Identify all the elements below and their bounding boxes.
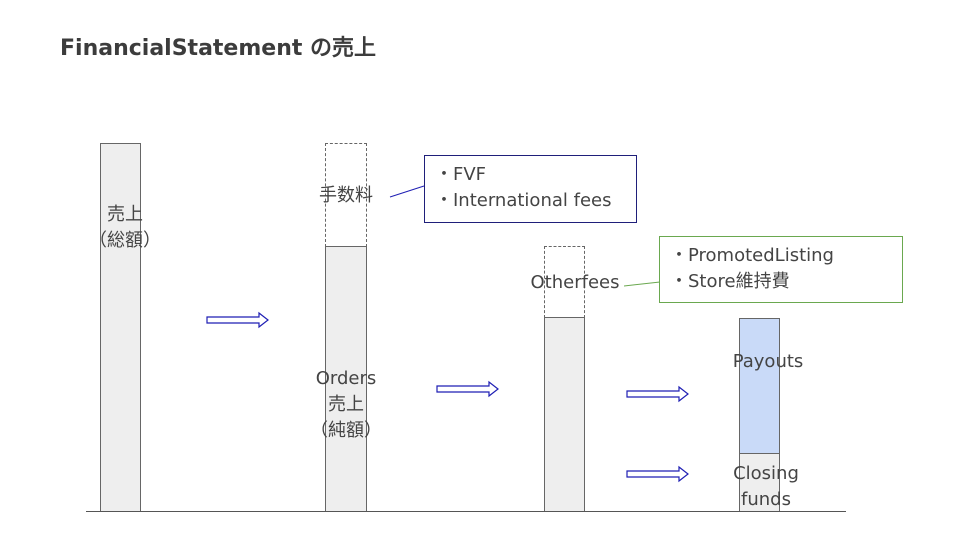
arrow-right-icon: [206, 311, 269, 329]
arrow-right-icon: [436, 380, 499, 398]
gross-sales-label-line2: （総額）: [89, 230, 161, 251]
flow-arrow-2: [436, 380, 499, 398]
gross-sales-label: 売上 （総額）: [80, 202, 170, 254]
other-fees-note-box: ・PromotedListing ・Store維持費: [659, 236, 903, 303]
fees-label: 手数料: [319, 185, 373, 206]
arrow-right-icon: [626, 385, 689, 403]
fees-note-item: ・FVF: [435, 164, 487, 185]
fees-note-box: ・FVF ・International fees: [424, 155, 637, 223]
arrow-right-icon: [626, 465, 689, 483]
other-fees-label: Otherfees: [530, 272, 620, 293]
fees-connector-line: [389, 185, 425, 198]
closing-funds-label-line1: Closing: [733, 463, 799, 484]
closing-funds-label: Closing funds: [716, 461, 816, 513]
gross-sales-bar: [100, 143, 141, 512]
other-fees-note-item: ・Store維持費: [670, 271, 790, 292]
net-sales-label: Orders 売上 （純額）: [296, 366, 396, 444]
baseline-divider: [86, 511, 846, 512]
fees-note-item: ・International fees: [435, 190, 612, 211]
gross-sales-label-line1: 売上: [107, 204, 143, 225]
net-sales-bar: [325, 246, 367, 512]
page-title: FinancialStatement の売上: [60, 36, 377, 61]
net-sales-label-line3: （純額）: [310, 420, 382, 441]
other-fees-connector-line: [624, 281, 661, 287]
net-sales-label-line1: Orders: [315, 368, 377, 389]
payouts-label: Payouts: [732, 351, 804, 372]
flow-arrow-4: [626, 465, 689, 483]
flow-arrow-1: [206, 311, 269, 329]
net-sales-label-line2: 売上: [328, 394, 364, 415]
fees-dashed-box: [325, 143, 367, 247]
payouts-bar: [739, 318, 780, 454]
closing-funds-label-line2: funds: [741, 489, 791, 510]
after-other-fees-bar: [544, 317, 585, 512]
other-fees-note-item: ・PromotedListing: [670, 245, 834, 266]
closing-funds-bar: [739, 453, 780, 512]
flow-arrow-3: [626, 385, 689, 403]
